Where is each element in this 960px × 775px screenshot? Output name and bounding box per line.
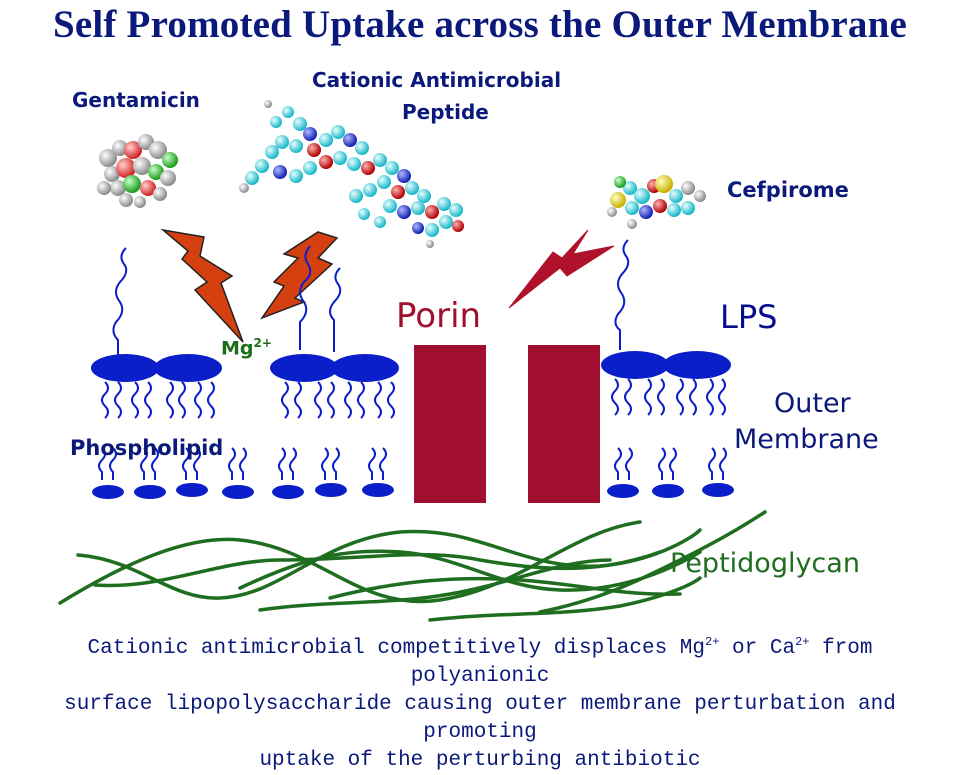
porin-channel (414, 345, 600, 503)
caption-line1-part2: or Ca (719, 637, 796, 660)
lps-label: LPS (720, 298, 778, 336)
porin-label: Porin (396, 296, 482, 336)
peptide-label-line2: Peptide (402, 100, 489, 124)
mg-charge: 2+ (253, 336, 272, 350)
cefpirome-label: Cefpirome (727, 178, 849, 202)
peptide-bolt (260, 231, 339, 320)
caption-mg-charge: 2+ (705, 635, 720, 649)
phospholipid-label: Phospholipid (70, 436, 224, 460)
outer-leaflet-tails (101, 378, 726, 419)
caption: Cationic antimicrobial competitively dis… (20, 628, 940, 775)
outer-membrane-label-line2: Membrane (734, 424, 879, 455)
diagram-graphics (58, 100, 767, 622)
caption-line1-part3: from polyanionic (410, 637, 873, 688)
diagram-canvas: Self Promoted Uptake across the Outer Me… (52, 3, 908, 772)
cefpirome-bolt (508, 229, 615, 309)
caption-ca-charge: 2+ (795, 635, 810, 649)
inner-leaflet-heads (92, 483, 734, 499)
outer-leaflet-heads (91, 351, 731, 382)
peptide-molecule (239, 100, 464, 248)
caption-line2: surface lipopolysaccharide causing outer… (64, 693, 896, 744)
mg-ion-label: Mg2+ (221, 336, 272, 359)
peptidoglycan-strands (58, 510, 767, 622)
caption-line1: Cationic antimicrobial competitively dis… (20, 628, 940, 691)
mg-symbol: Mg (221, 337, 254, 360)
caption-line3: uptake of the perturbing antibiotic (259, 749, 701, 772)
peptide-label-line1: Cationic Antimicrobial (312, 68, 562, 92)
caption-line1-part1: Cationic antimicrobial competitively dis… (87, 637, 706, 660)
outer-membrane-label-line1: Outer (774, 388, 851, 419)
diagram-title: Self Promoted Uptake across the Outer Me… (52, 3, 908, 46)
cefpirome-molecule (607, 175, 706, 229)
gentamicin-bolt (160, 228, 244, 343)
lps-chains (112, 239, 630, 358)
gentamicin-label: Gentamicin (72, 88, 200, 112)
peptidoglycan-label: Peptidoglycan (670, 548, 860, 579)
gentamicin-molecule (97, 134, 178, 208)
inner-leaflet-tails (98, 447, 727, 480)
